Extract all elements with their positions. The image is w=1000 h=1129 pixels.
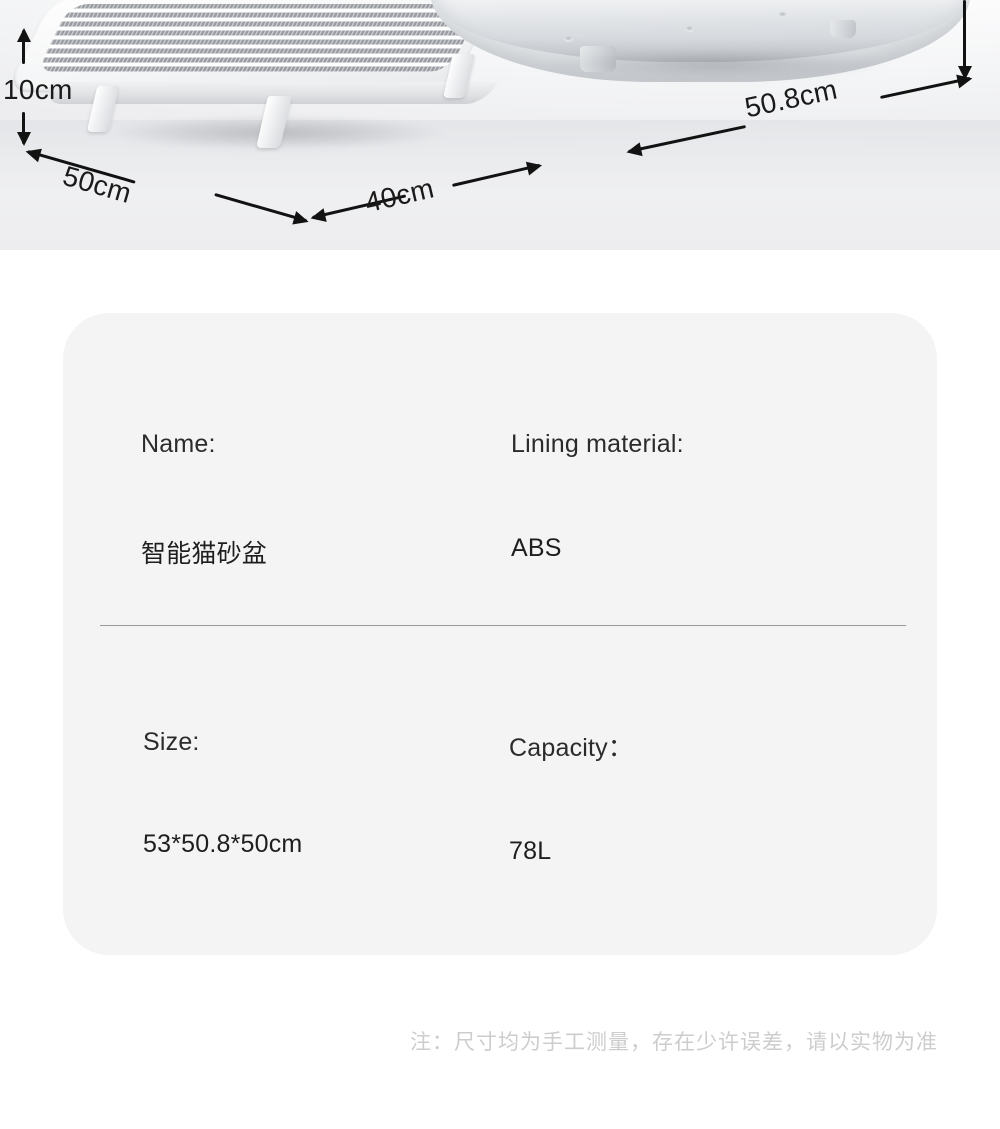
screw-icon (564, 36, 573, 42)
spec-value-lining-material: ABS (511, 534, 562, 562)
measurement-disclaimer-note: 注：尺寸均为手工测量，存在少许误差，请以实物为准 (410, 1031, 938, 1054)
step-mat-platform (4, 0, 522, 171)
screw-icon (685, 26, 694, 32)
spec-row-name-lining: Name: 智能猫砂盆 Lining material: ABS (63, 430, 937, 570)
spec-label-capacity: Capacity： (509, 734, 634, 762)
spec-divider (100, 625, 906, 626)
spec-label-size: Size: (143, 728, 200, 756)
specification-card: Name: 智能猫砂盆 Lining material: ABS Size: 5… (63, 313, 937, 955)
litter-box-shadow (500, 46, 930, 86)
height-arrow-up (22, 30, 25, 64)
litter-box-foot (580, 46, 616, 72)
spec-cell-lining-material: Lining material: ABS (498, 430, 898, 570)
height-arrow-down (22, 112, 25, 144)
spec-value-size: 53*50.8*50cm (143, 830, 303, 858)
spec-cell-capacity: Capacity： 78L (498, 728, 898, 866)
litter-box-foot (830, 20, 856, 38)
floor-shading (0, 120, 1000, 250)
product-photo: 10cm 50cm 40cm 50.8cm (0, 0, 1000, 250)
spec-value-name: 智能猫砂盆 (141, 540, 268, 568)
spec-label-lining-material: Lining material: (511, 430, 684, 458)
spec-label-name: Name: (141, 430, 216, 458)
unit-depth-arrow-down (963, 0, 966, 78)
spec-cell-size: Size: 53*50.8*50cm (63, 728, 498, 866)
litter-box-unit (430, 0, 990, 110)
step-mat-grate-surface (36, 4, 483, 72)
spec-row-size-capacity: Size: 53*50.8*50cm Capacity： 78L (63, 728, 937, 866)
screw-icon (778, 12, 787, 18)
spec-cell-name: Name: 智能猫砂盆 (63, 430, 498, 570)
spec-value-capacity: 78L (509, 837, 552, 865)
dimension-label-height: 10cm (3, 74, 73, 105)
